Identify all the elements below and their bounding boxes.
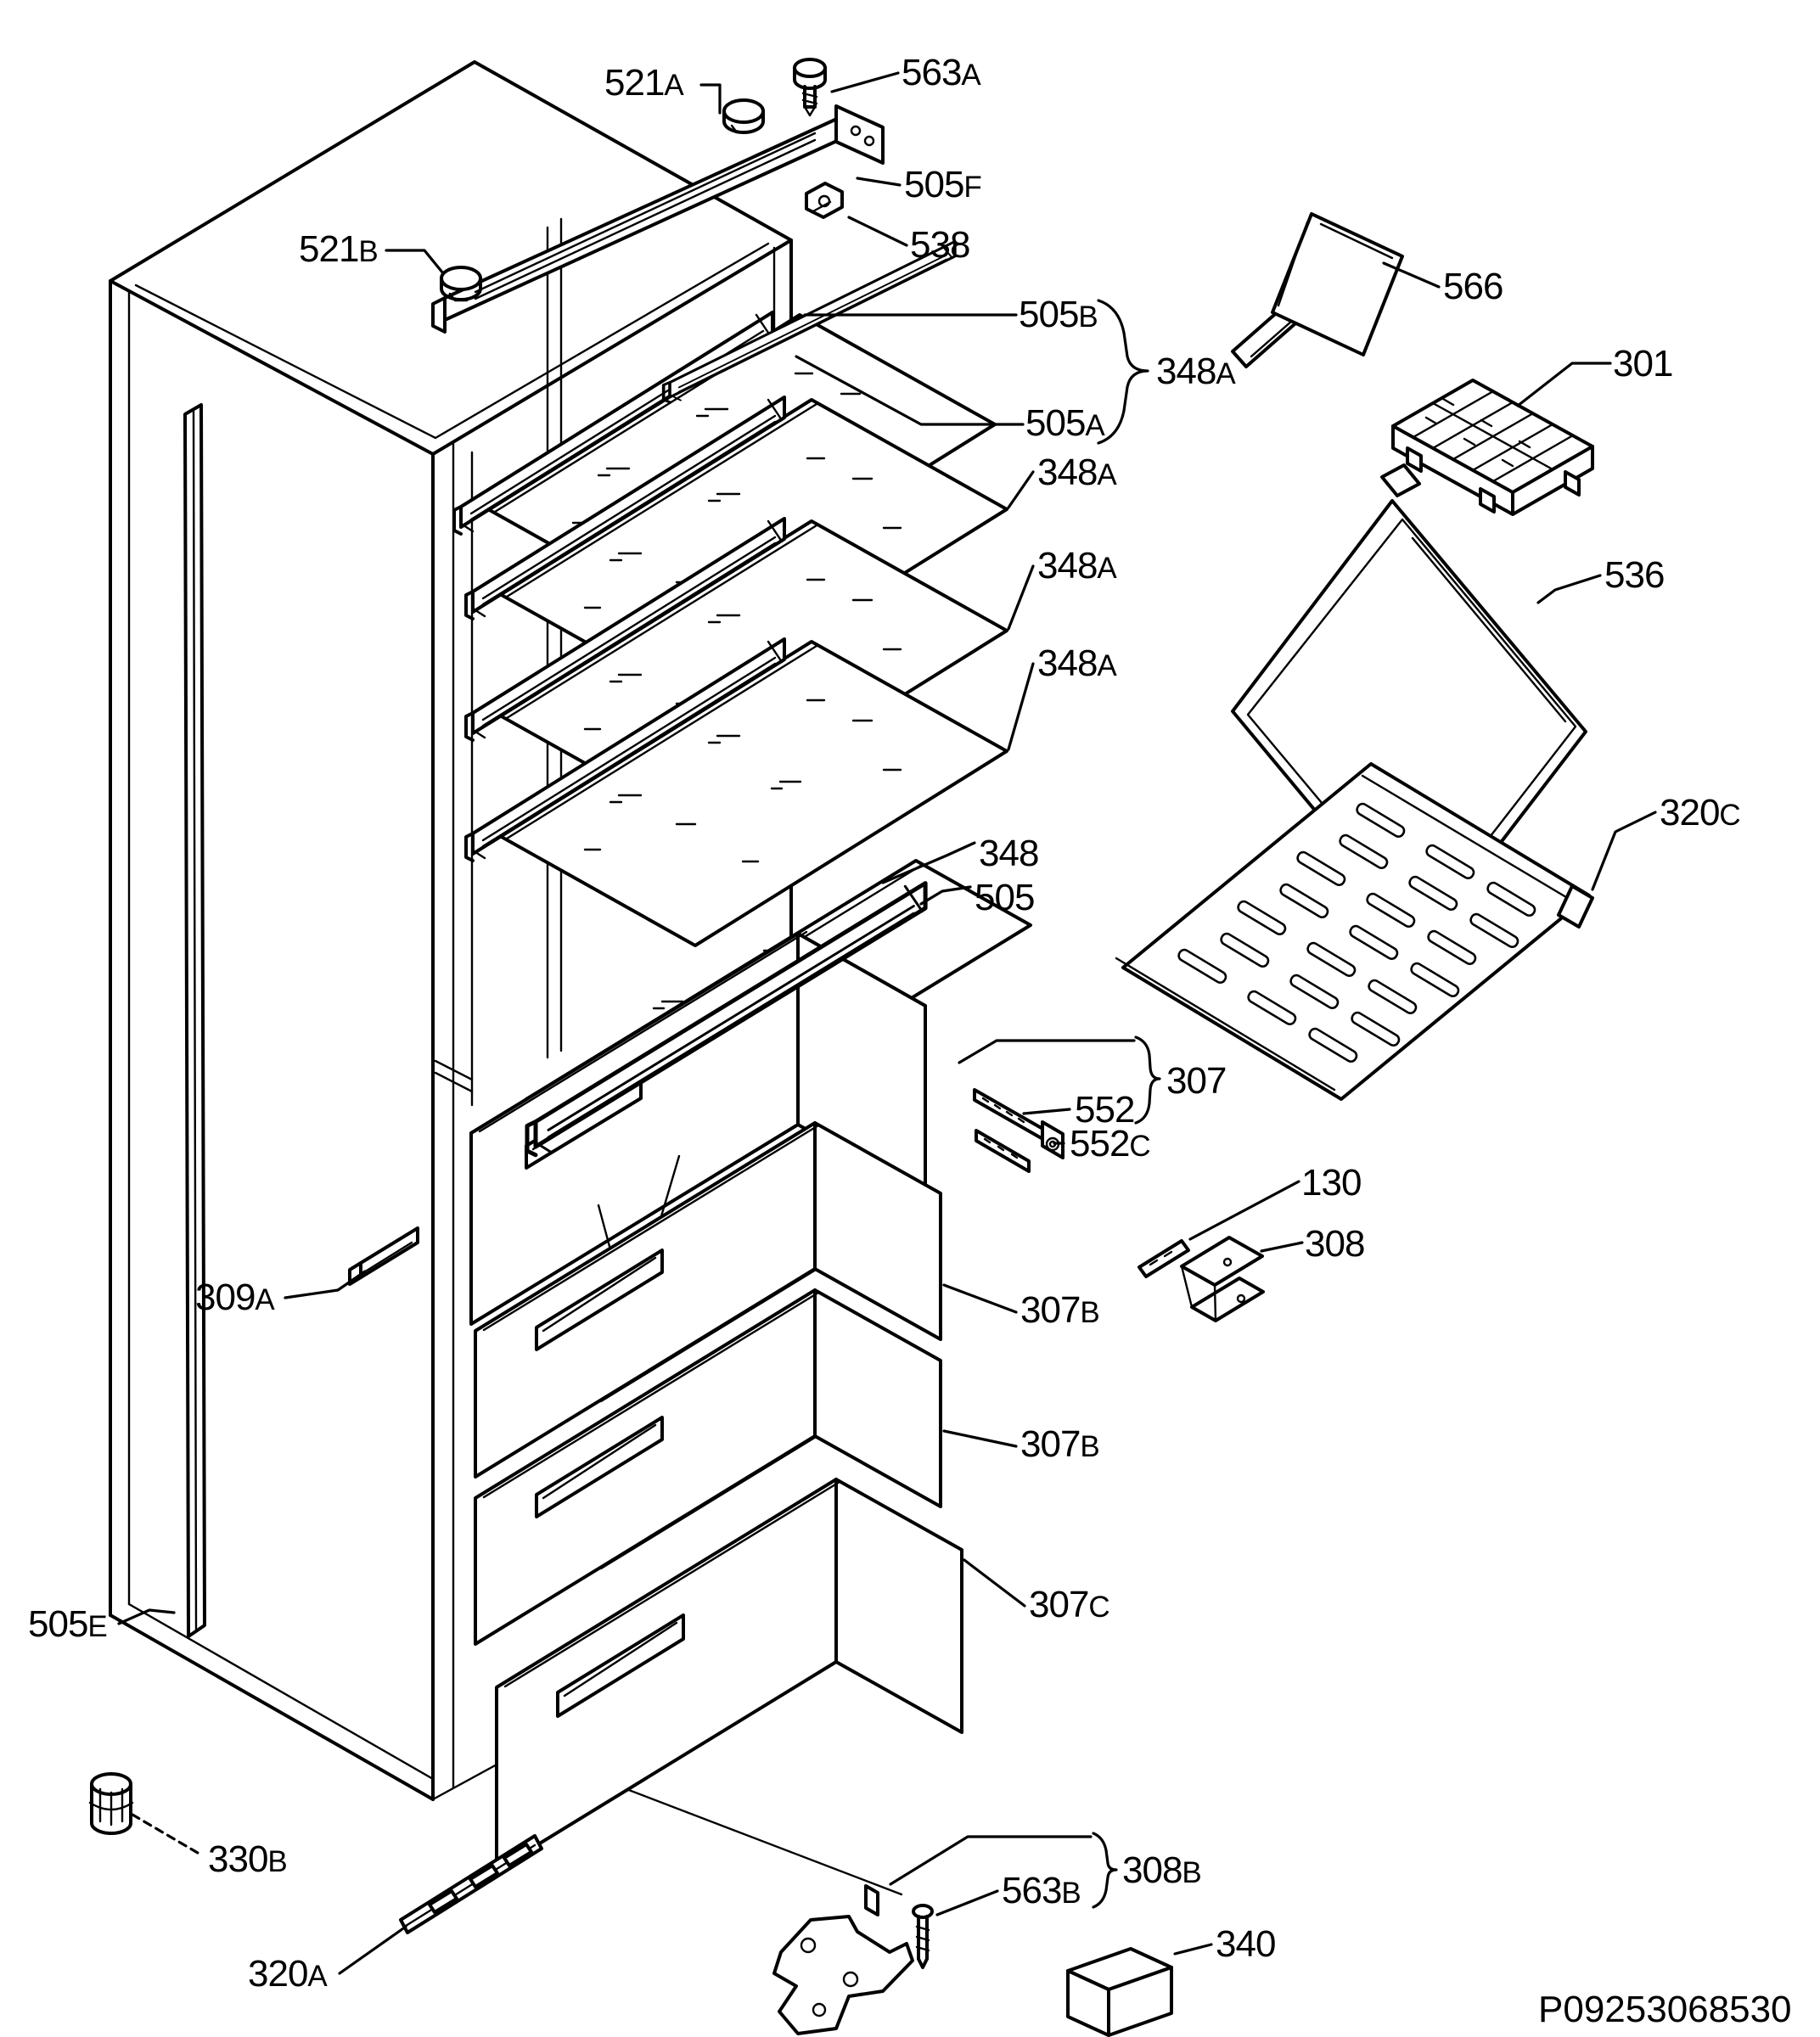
part-label-307b-2: 307B [1020, 1423, 1099, 1465]
leader-lines [117, 71, 1657, 1975]
leader-521b [385, 249, 445, 275]
cabinet-top-inner-edge [134, 242, 770, 440]
leader-563a [830, 71, 900, 93]
part-label-552c: 552C [1070, 1123, 1150, 1164]
leader-307b-2 [942, 1429, 1018, 1448]
leader-505 [919, 885, 972, 906]
part-label-301: 301 [1613, 343, 1672, 384]
part-552c-end-cap [1041, 1120, 1064, 1159]
part-label-307: 307 [1166, 1060, 1226, 1102]
part-label-348a-2: 348A [1037, 452, 1117, 493]
leader-308 [1260, 1241, 1304, 1253]
part-538-clamp [805, 182, 844, 219]
part-label-320a: 320A [248, 1953, 328, 1995]
part-505e-seal-strip [183, 403, 206, 1638]
part-566-ice-scraper [1231, 212, 1404, 368]
part-563b-hinge-assembly [772, 1884, 934, 2035]
cabinet-interior-corner [546, 217, 563, 1059]
part-label-552: 552 [1075, 1089, 1134, 1131]
leader-536 [1536, 574, 1602, 604]
part-label-320c: 320C [1660, 792, 1740, 833]
part-label-536: 536 [1604, 554, 1664, 596]
leader-330b [131, 1813, 204, 1857]
part-label-308b: 308B [1122, 1849, 1201, 1891]
leader-566 [1382, 261, 1441, 289]
part-label-566: 566 [1443, 266, 1503, 307]
leader-348 [881, 841, 976, 884]
leader-552 [1022, 1108, 1071, 1115]
part-label-505f: 505F [904, 164, 981, 205]
part-label-307c: 307C [1029, 1584, 1109, 1625]
leader-130 [1188, 1180, 1300, 1241]
part-label-563a: 563A [902, 52, 981, 93]
part-320a-rail [399, 1834, 543, 1934]
leader-505f [856, 177, 902, 187]
part-label-521a: 521A [604, 62, 684, 104]
part-label-330b: 330B [208, 1838, 287, 1880]
part-label-505e: 505E [28, 1603, 107, 1645]
leader-320a [338, 1925, 407, 1975]
cabinet-front-pillar-inner [452, 441, 474, 1789]
part-340-box [1066, 1947, 1173, 2037]
leader-563b [935, 1889, 999, 1916]
part-521b-cap [440, 266, 482, 302]
part-301-ice-cube-tray [1391, 379, 1594, 516]
part-label-505a: 505A [1025, 402, 1105, 444]
cabinet-divider-marks [434, 1059, 474, 1093]
part-label-348a-4: 348A [1037, 643, 1117, 684]
leader-307c [963, 1558, 1026, 1608]
part-label-521b: 521B [299, 228, 378, 270]
part-521a-cap [722, 98, 765, 134]
part-130-plate [1138, 1239, 1190, 1278]
part-320c-vent-shelf [1115, 762, 1594, 1101]
leader-340 [1173, 1943, 1213, 1956]
leader-348a-3 [1007, 564, 1035, 631]
part-552-rails [973, 1088, 1048, 1173]
leader-307 [958, 1039, 1136, 1064]
part-label-130: 130 [1301, 1162, 1361, 1204]
leader-307b-1 [942, 1283, 1018, 1314]
part-label-348a-3: 348A [1037, 545, 1117, 586]
part-label-309a: 309A [195, 1277, 275, 1318]
brace-307-group [1134, 1035, 1161, 1125]
leader-308b [889, 1835, 1093, 1886]
part-label-308: 308 [1305, 1223, 1364, 1265]
brace-308b-group [1092, 1832, 1118, 1909]
diagram-part-code: P09253068530 [1538, 1989, 1792, 2030]
part-label-348a-group: 348A [1156, 351, 1236, 392]
part-label-563b: 563B [1002, 1870, 1081, 1911]
part-label-505b: 505B [1019, 294, 1098, 335]
leader-348a-2 [1007, 470, 1035, 509]
brace-348a-group [1097, 299, 1149, 445]
leader-505e [117, 1608, 176, 1625]
leader-521a [699, 83, 722, 115]
part-563a-screw [793, 58, 827, 117]
part-label-505: 505 [975, 877, 1034, 918]
part-label-538: 538 [910, 224, 969, 266]
leader-348a-4 [1007, 662, 1035, 751]
leader-320c [1591, 811, 1657, 891]
part-label-340: 340 [1216, 1923, 1275, 1965]
leader-301 [1516, 362, 1612, 407]
part-505f-top-rail [431, 104, 885, 334]
cabinet-bottom-inner-edge [127, 1602, 435, 1781]
cabinet-bottom-left-edge [109, 1613, 435, 1801]
leader-309a [284, 1270, 367, 1299]
leader-538 [847, 216, 908, 247]
drawer-307c [495, 1478, 963, 1871]
part-308-bracket [1180, 1236, 1265, 1322]
part-label-348: 348 [979, 833, 1038, 874]
part-label-307b-1: 307B [1020, 1289, 1099, 1331]
part-labels: 521A 563A 505F 538 521B 566 301 505B 348… [28, 52, 1792, 2030]
part-330b-foot [88, 1772, 134, 1835]
leader-505a [795, 355, 1025, 426]
